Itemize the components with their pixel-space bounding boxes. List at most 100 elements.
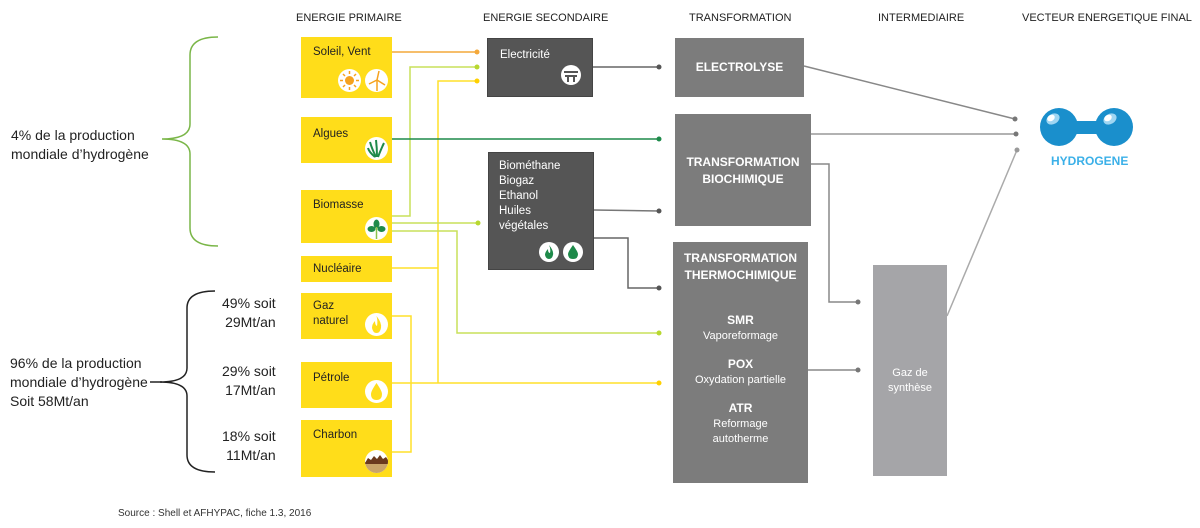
wire-endpoint — [1013, 131, 1019, 137]
process-smr: SMR Vaporeformage — [673, 312, 808, 344]
share-oil-percent: 29% soit — [222, 363, 276, 379]
brace-fossil — [159, 290, 216, 473]
biogas-flame-icon — [539, 242, 559, 262]
sun-icon — [338, 69, 361, 92]
transformation-biochemical-label: TRANSFORMATION BIOCHIMIQUE — [675, 154, 811, 188]
primary-sun-wind: Soleil, Vent — [301, 37, 392, 98]
process-pox-title: POX — [727, 357, 754, 371]
process-atr: ATR Reformage autotherme — [673, 400, 808, 447]
share-natural-gas: 49% soit 29Mt/an — [222, 294, 276, 332]
transformation-biochemical-line2: BIOCHIMIQUE — [702, 172, 784, 186]
wire-endpoint — [855, 299, 861, 305]
renewable-share-line1: 4% de la production — [11, 127, 135, 143]
primary-nuclear: Nucléaire — [301, 256, 392, 282]
primary-biomass-label: Biomasse — [313, 199, 364, 211]
renewable-share-line2: mondiale d’hydrogène — [11, 146, 149, 162]
intermediate-syngas-line2: synthèse — [887, 382, 933, 394]
fossil-share-label: 96% de la production mondiale d’hydrogèn… — [10, 354, 148, 411]
wire-endpoint — [475, 220, 481, 226]
share-coal-percent: 18% soit — [222, 428, 276, 444]
primary-oil: Pétrole — [301, 362, 392, 408]
primary-coal: Charbon — [301, 420, 392, 477]
transformation-electrolysis-label: ELECTROLYSE — [695, 60, 784, 74]
primary-natural-gas: Gaz naturel — [301, 293, 392, 339]
wire-endpoint — [1014, 147, 1020, 153]
wire-endpoint — [656, 330, 662, 336]
transformation-biochemical-line1: TRANSFORMATION — [686, 155, 800, 169]
primary-natural-gas-label-line1: Gaz — [313, 300, 335, 312]
primary-nuclear-label: Nucléaire — [313, 263, 362, 275]
primary-natural-gas-label-line2: naturel — [313, 315, 349, 327]
wire-endpoint — [1012, 116, 1018, 122]
transformation-electrolysis: ELECTROLYSE — [675, 38, 804, 97]
secondary-electricity-label: Electricité — [500, 49, 550, 61]
wire-endpoint — [656, 285, 662, 291]
intermediate-syngas-label: Gaz de synthèse — [873, 366, 947, 396]
biofuel-item: Biogaz — [499, 175, 535, 187]
column-header-transformation: TRANSFORMATION — [689, 12, 792, 24]
transformation-thermochemical-line1: TRANSFORMATION — [683, 251, 798, 265]
hydrogen-label: HYDROGENE — [1051, 154, 1129, 168]
fossil-share-line2: mondiale d’hydrogène — [10, 374, 148, 390]
oil-drop-icon — [365, 380, 388, 403]
biofuel-item: végétales — [499, 220, 549, 232]
share-natural-gas-mass: 29Mt/an — [225, 314, 276, 330]
wire-endpoint — [656, 64, 662, 70]
fossil-share-line1: 96% de la production — [10, 355, 142, 371]
wind-turbine-icon — [365, 69, 388, 92]
power-pylon-icon — [561, 65, 581, 85]
wire-endpoint — [474, 64, 480, 70]
brace-renewable — [161, 36, 219, 247]
transformation-thermochemical-label: TRANSFORMATION THERMOCHIMIQUE — [673, 250, 808, 284]
intermediate-syngas-line1: Gaz de — [892, 367, 928, 379]
transformation-thermochemical-line2: THERMOCHIMIQUE — [684, 268, 797, 282]
coal-icon — [365, 450, 388, 473]
wire-endpoint — [474, 78, 480, 84]
share-natural-gas-percent: 49% soit — [222, 295, 276, 311]
biofuel-item: Ethanol — [499, 190, 539, 202]
biofuel-item: Biométhane — [499, 160, 561, 172]
share-oil: 29% soit 17Mt/an — [222, 362, 276, 400]
leaf-icon — [365, 217, 388, 240]
primary-sun-wind-label: Soleil, Vent — [313, 46, 371, 58]
secondary-biofuels: Biométhane Biogaz Ethanol Huiles végétal… — [488, 152, 594, 270]
primary-oil-label: Pétrole — [313, 372, 350, 384]
primary-biomass: Biomasse — [301, 190, 392, 243]
wire-endpoint — [656, 208, 662, 214]
biofuel-item: Huiles — [499, 205, 531, 217]
renewable-share-label: 4% de la production mondiale d’hydrogène — [11, 126, 149, 164]
hydrogen-molecule-icon — [1040, 105, 1136, 156]
fossil-share-line3: Soit 58Mt/an — [10, 393, 89, 409]
primary-algae: Algues — [301, 117, 392, 163]
primary-algae-label: Algues — [313, 128, 349, 140]
process-atr-desc-line2: autotherme — [712, 433, 769, 445]
process-atr-title: ATR — [728, 401, 753, 415]
primary-natural-gas-label: Gaz naturel — [313, 299, 348, 329]
process-atr-desc-line1: Reformage — [713, 418, 768, 430]
column-header-primary: ENERGIE PRIMAIRE — [296, 12, 402, 24]
process-smr-desc: Vaporeformage — [702, 330, 778, 342]
transformation-biochemical: TRANSFORMATION BIOCHIMIQUE — [675, 114, 811, 226]
process-pox-desc: Oxydation partielle — [694, 374, 787, 386]
share-coal-mass: 11Mt/an — [226, 447, 276, 463]
wire-endpoint — [656, 380, 662, 386]
column-header-secondary: ENERGIE SECONDAIRE — [483, 12, 609, 24]
flame-icon — [365, 313, 388, 336]
intermediate-syngas: Gaz de synthèse — [873, 265, 947, 476]
secondary-electricity: Electricité — [487, 38, 593, 97]
wire-endpoint — [474, 49, 480, 55]
column-header-intermediate: INTERMEDIAIRE — [878, 12, 965, 24]
biofuel-drop-icon — [563, 242, 583, 262]
process-pox: POX Oxydation partielle — [673, 356, 808, 388]
source-caption: Source : Shell et AFHYPAC, fiche 1.3, 20… — [118, 508, 312, 519]
share-coal: 18% soit 11Mt/an — [222, 427, 276, 465]
primary-coal-label: Charbon — [313, 429, 358, 441]
wire-endpoint — [855, 367, 861, 373]
secondary-biofuels-list: Biométhane Biogaz Ethanol Huiles végétal… — [499, 159, 560, 234]
transformation-thermochemical: TRANSFORMATION THERMOCHIMIQUE SMR Vapore… — [673, 242, 808, 483]
wire-endpoint — [656, 136, 662, 142]
share-oil-mass: 17Mt/an — [225, 382, 276, 398]
column-header-final: VECTEUR ENERGETIQUE FINAL — [1022, 12, 1192, 24]
process-smr-title: SMR — [727, 313, 754, 327]
